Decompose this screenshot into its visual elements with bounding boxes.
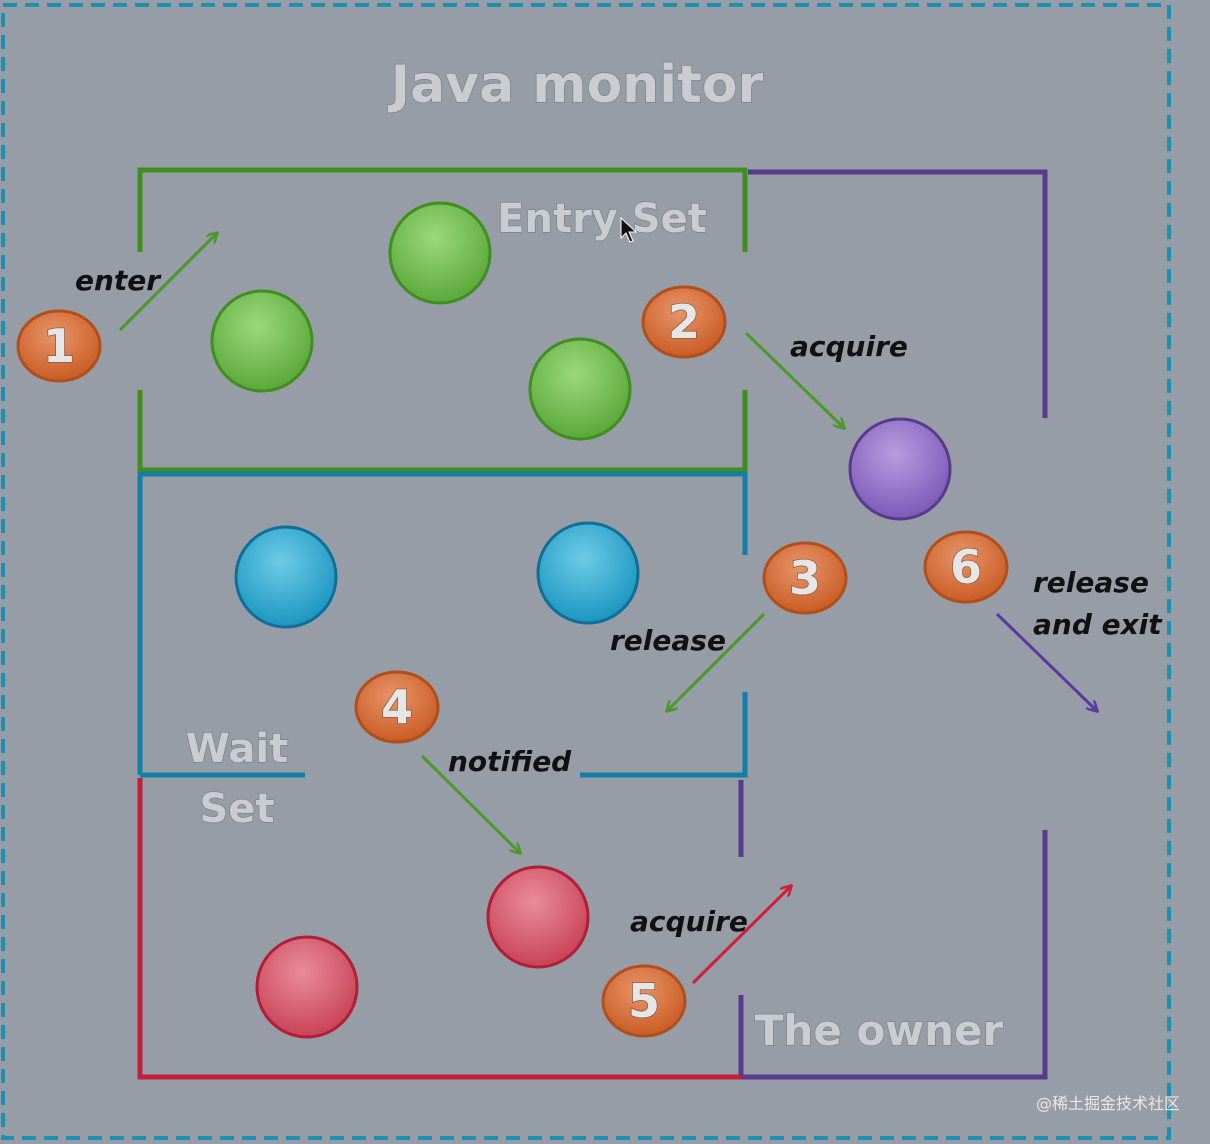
waiting-thread-ball xyxy=(234,525,338,629)
step-4-label: notified xyxy=(448,745,572,778)
entry-set-label: Entry Set xyxy=(497,196,707,242)
wait-set-label-line1: Wait xyxy=(186,726,289,772)
owner-label: The owner xyxy=(755,1006,1004,1055)
watermark: @稀土掘金技术社区 xyxy=(1035,1094,1180,1113)
step-5-marker: 5 xyxy=(601,964,687,1038)
svg-text:1: 1 xyxy=(43,319,75,373)
release-arrow xyxy=(667,612,766,711)
monitor-border xyxy=(1,3,1171,1140)
svg-text:3: 3 xyxy=(789,551,821,605)
entry-thread-ball xyxy=(210,289,314,393)
step-5-label: acquire xyxy=(630,905,748,938)
entry-set-box xyxy=(137,167,748,473)
step-2-marker: 2 xyxy=(641,285,727,359)
step-2-label: acquire xyxy=(790,330,908,363)
step-6-marker: 6 xyxy=(923,530,1009,604)
step-4-marker: 4 xyxy=(354,670,440,744)
acquire-arrow-entry xyxy=(744,331,844,428)
notified-thread-ball xyxy=(255,935,359,1039)
svg-text:6: 6 xyxy=(950,540,982,594)
svg-text:4: 4 xyxy=(381,680,413,734)
step-3-label: release xyxy=(610,624,726,657)
step-6-label-line2: and exit xyxy=(1033,608,1163,641)
entry-thread-ball xyxy=(528,337,632,441)
entry-thread-ball xyxy=(388,201,492,305)
waiting-thread-ball xyxy=(536,521,640,625)
step-6-label-line1: release xyxy=(1033,566,1149,599)
notified-arrow xyxy=(420,754,520,853)
step-1-label: enter xyxy=(75,264,162,297)
mouse-cursor-icon xyxy=(620,216,638,243)
svg-text:2: 2 xyxy=(668,295,700,349)
wait-bottom-box xyxy=(137,778,741,1080)
wait-set-label-line2: Set xyxy=(199,786,274,832)
step-3-marker: 3 xyxy=(762,541,848,615)
step-1-marker: 1 xyxy=(16,309,102,383)
wait-set-box xyxy=(137,471,748,778)
owner-box xyxy=(738,169,1048,1080)
enter-arrow xyxy=(118,233,217,332)
diagram-title: Java monitor xyxy=(388,55,764,115)
acquire-arrow-wait xyxy=(691,886,791,985)
release-exit-arrow xyxy=(995,612,1097,711)
owner-thread-ball xyxy=(848,417,952,521)
notified-thread-ball xyxy=(486,865,590,969)
svg-text:5: 5 xyxy=(628,974,660,1028)
